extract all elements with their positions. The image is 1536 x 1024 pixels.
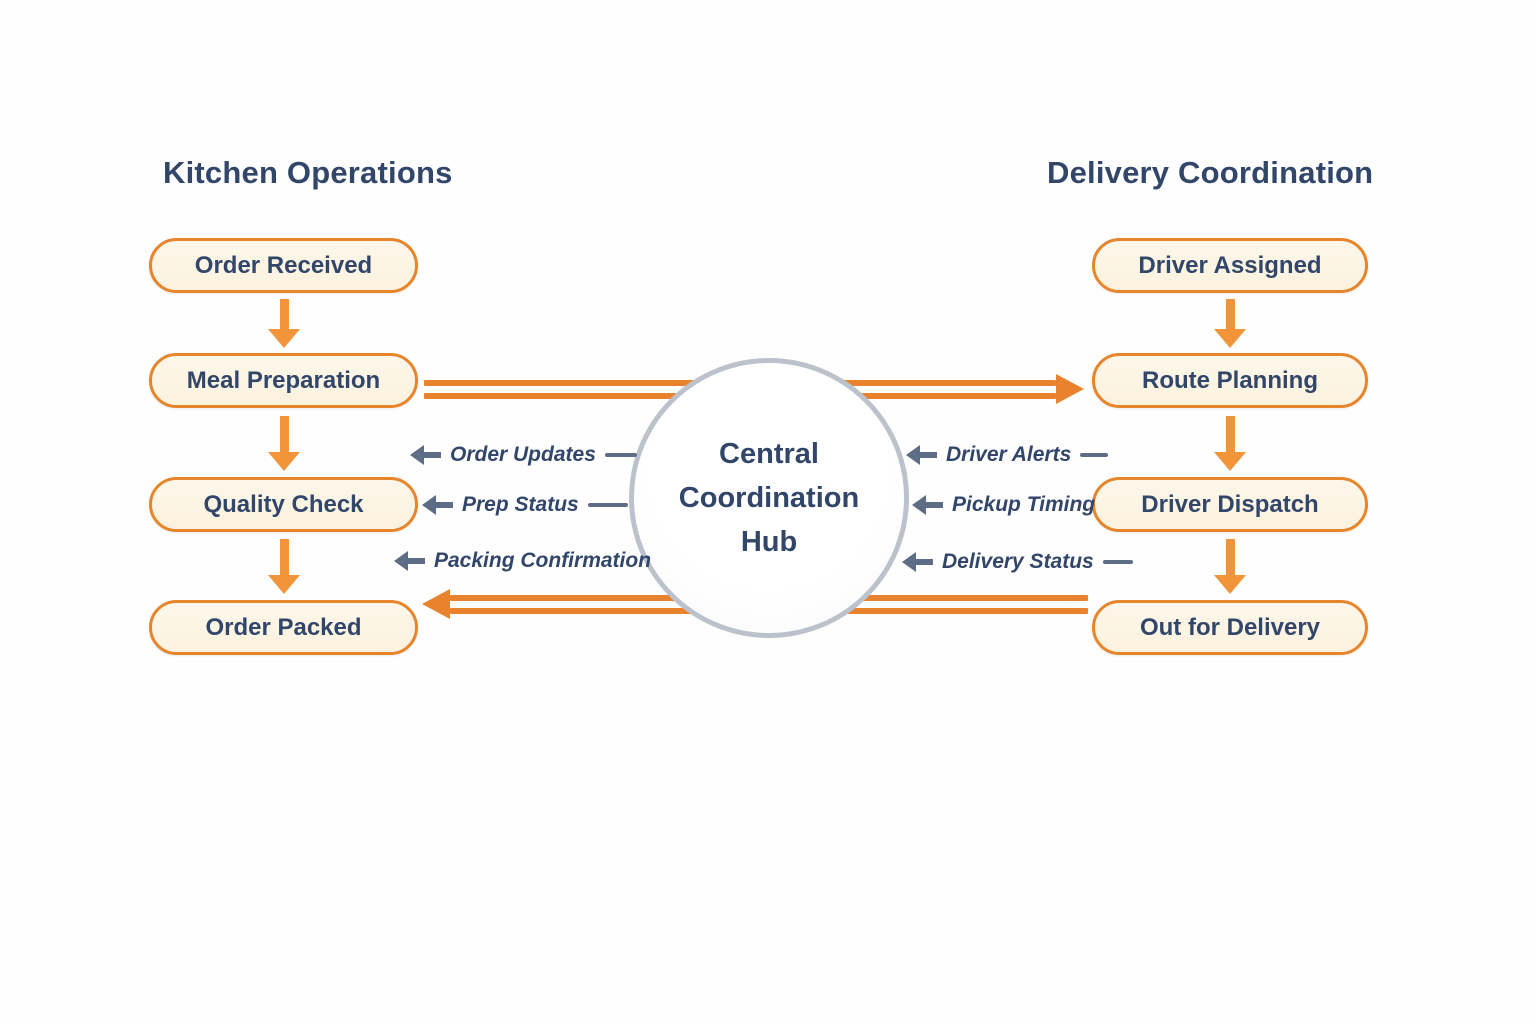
arrow-right-icon xyxy=(1056,374,1084,404)
node-route-planning: Route Planning xyxy=(1092,353,1368,408)
delivery-coordination-title: Delivery Coordination xyxy=(1047,155,1374,190)
arrow-left-icon xyxy=(422,495,453,515)
feedback-prep-status: Prep Status xyxy=(422,493,628,517)
central-coordination-hub: Central Coordination Hub xyxy=(629,358,909,638)
feedback-pickup-timing: Pickup Timing xyxy=(912,493,1095,517)
arrow-down-icon xyxy=(1214,416,1246,471)
feedback-label: Order Updates xyxy=(450,443,596,466)
feedback-label: Packing Confirmation xyxy=(434,549,652,572)
feedback-order-updates: Order Updates xyxy=(410,443,637,467)
arrow-down-icon xyxy=(1214,299,1246,348)
node-driver-dispatch: Driver Dispatch xyxy=(1092,477,1368,532)
hub-label-line: Coordination xyxy=(678,482,860,514)
arrow-left-icon xyxy=(410,445,441,465)
hub-label-line: Central xyxy=(719,438,819,470)
arrow-left-icon xyxy=(394,551,425,571)
arrow-left-icon xyxy=(912,495,943,515)
node-order-packed: Order Packed xyxy=(149,600,418,655)
connector-dash xyxy=(1102,560,1133,564)
arrow-down-icon xyxy=(1214,539,1246,594)
feedback-driver-alerts: Driver Alerts xyxy=(906,443,1109,467)
node-out-for-delivery: Out for Delivery xyxy=(1092,600,1368,655)
arrow-down-icon xyxy=(268,539,300,594)
feedback-label: Delivery Status xyxy=(942,550,1094,573)
arrow-left-icon xyxy=(902,552,933,572)
arrow-down-icon xyxy=(268,416,300,471)
node-order-received: Order Received xyxy=(149,238,418,293)
connector-dash xyxy=(1080,453,1109,457)
feedback-packing-confirmation: Packing Confirmation xyxy=(394,549,651,573)
kitchen-operations-title: Kitchen Operations xyxy=(163,155,453,190)
node-quality-check: Quality Check xyxy=(149,477,418,532)
arrow-down-icon xyxy=(268,299,300,348)
connector-dash xyxy=(587,503,628,507)
feedback-label: Pickup Timing xyxy=(952,493,1096,516)
feedback-label: Driver Alerts xyxy=(946,443,1072,466)
node-driver-assigned: Driver Assigned xyxy=(1092,238,1368,293)
arrow-left-icon xyxy=(422,589,450,619)
hub-label-line: Hub xyxy=(740,526,798,558)
connector-dash xyxy=(604,453,637,457)
node-meal-preparation: Meal Preparation xyxy=(149,353,418,408)
feedback-label: Prep Status xyxy=(462,493,579,516)
feedback-delivery-status: Delivery Status xyxy=(902,550,1133,574)
arrow-left-icon xyxy=(906,445,937,465)
